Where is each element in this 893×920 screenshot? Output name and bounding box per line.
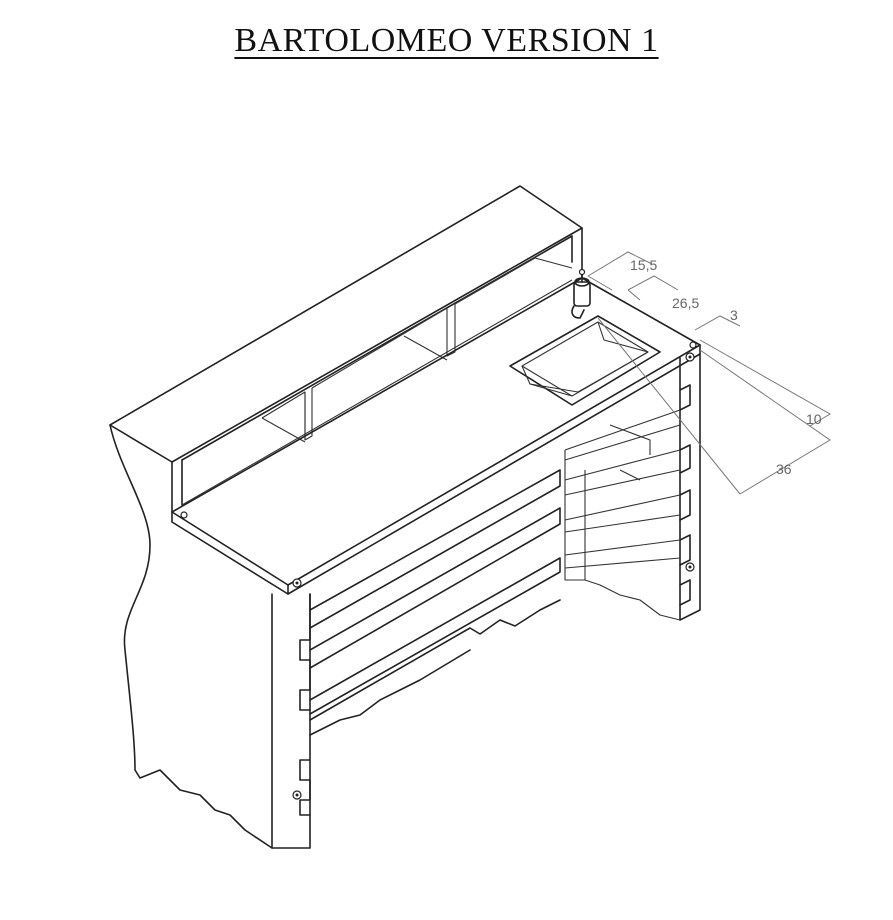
- dim-label-5: 36: [776, 461, 792, 477]
- dim-label-1: 15,5: [630, 257, 657, 273]
- dim-label-3: 3: [730, 307, 738, 323]
- front-slats: [309, 469, 561, 736]
- drawing-title: BARTOLOMEO VERSION 1: [234, 22, 659, 59]
- sink: [509, 315, 661, 406]
- upper-shelf-unit: [109, 185, 583, 513]
- left-side-panel: [109, 424, 273, 849]
- counter-top: [171, 277, 701, 595]
- dim-label-2: 26,5: [672, 295, 699, 311]
- dimension-lines: [587, 251, 831, 495]
- interior-slats: [564, 409, 681, 621]
- right-end-panel: [679, 352, 701, 621]
- dim-label-4: 10: [806, 411, 822, 427]
- faucet: [571, 268, 591, 319]
- front-end-panel: [271, 578, 311, 849]
